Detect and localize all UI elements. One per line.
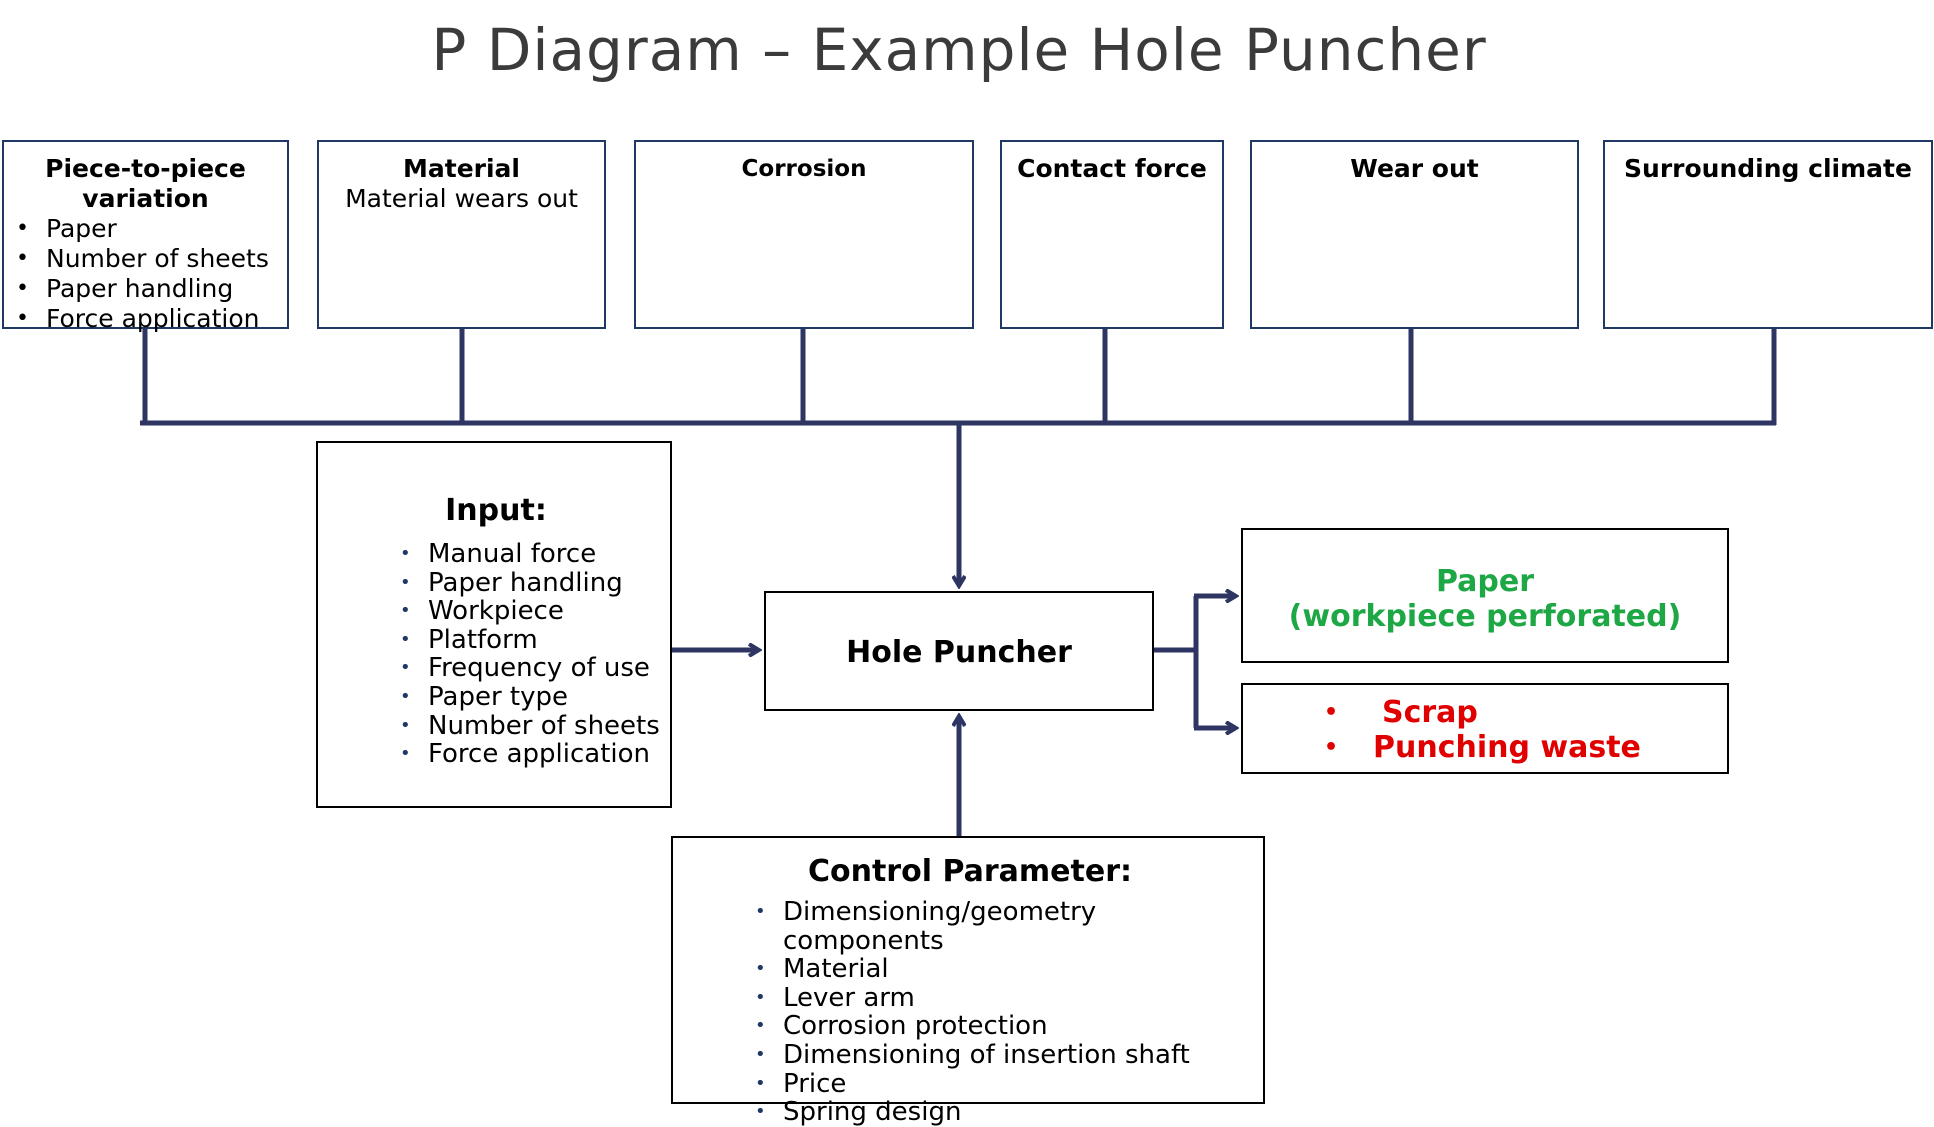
ideal-output-line1: Paper xyxy=(1435,564,1535,599)
input-list: Manual force Paper handling Workpiece Pl… xyxy=(400,540,660,769)
list-item: Paper xyxy=(4,214,287,244)
list-item: Number of sheets xyxy=(4,244,287,274)
noise-heading: Contact force xyxy=(1017,154,1207,183)
noise-list: Paper Number of sheets Paper handling Fo… xyxy=(4,214,287,334)
list-item: Number of sheets xyxy=(400,711,660,741)
page-title: P Diagram – Example Hole Puncher xyxy=(431,16,1487,84)
noise-heading: Material xyxy=(403,154,520,183)
noise-box-corrosion: Corrosion xyxy=(634,140,974,329)
error-output-list: Scrap Punching waste xyxy=(1243,695,1731,765)
list-item: Force application xyxy=(400,740,660,769)
system-box: Hole Puncher xyxy=(764,591,1154,711)
noise-box-contact-force: Contact force xyxy=(1000,140,1224,329)
noise-box-piece-to-piece: Piece-to-piece variation Paper Number of… xyxy=(2,140,289,334)
input-heading: Input: xyxy=(445,493,547,528)
noise-heading: Surrounding climate xyxy=(1624,154,1912,183)
list-item: Lever arm xyxy=(755,984,1263,1013)
noise-heading: Wear out xyxy=(1350,154,1479,183)
list-item: Price xyxy=(755,1069,1263,1099)
noise-box-material: Material Material wears out xyxy=(317,140,606,329)
list-item: Corrosion protection xyxy=(755,1012,1263,1041)
list-item: Scrap xyxy=(1243,695,1731,730)
list-item: Paper handling xyxy=(4,274,287,304)
list-item: Force application xyxy=(4,304,287,334)
control-heading: Control Parameter: xyxy=(807,854,1132,889)
list-item: Manual force xyxy=(400,540,660,569)
ideal-output-text: Paper (workpiece perforated) xyxy=(1243,564,1727,634)
list-item: Dimensioning of insertion shaft xyxy=(755,1041,1263,1070)
ideal-output-line2: (workpiece perforated) xyxy=(1288,599,1682,634)
list-item: Dimensioning/geometry components xyxy=(755,898,1263,955)
system-label: Hole Puncher xyxy=(846,635,1072,670)
list-item: Punching waste xyxy=(1243,730,1731,765)
ideal-output-box: Paper (workpiece perforated) xyxy=(1241,528,1729,663)
list-item: Paper handling xyxy=(400,568,660,598)
noise-heading: Piece-to-piece variation xyxy=(45,154,246,213)
error-output-box: Scrap Punching waste xyxy=(1241,683,1729,774)
noise-heading: Corrosion xyxy=(741,156,867,182)
control-parameter-box: Control Parameter: Dimensioning/geometry… xyxy=(671,836,1265,1126)
list-item: Frequency of use xyxy=(400,654,660,683)
noise-subtext: Material wears out xyxy=(345,184,578,213)
list-item: Paper type xyxy=(400,683,660,712)
list-item: Workpiece xyxy=(400,597,660,626)
list-item: Spring design xyxy=(755,1098,1263,1127)
noise-box-wear-out: Wear out xyxy=(1250,140,1579,329)
noise-box-surrounding-climate: Surrounding climate xyxy=(1603,140,1933,329)
list-item: Platform xyxy=(400,626,660,655)
list-item: Material xyxy=(755,955,1263,984)
control-list: Dimensioning/geometry components Materia… xyxy=(755,898,1263,1127)
input-box: Input: Manual force Paper handling Workp… xyxy=(316,441,672,808)
